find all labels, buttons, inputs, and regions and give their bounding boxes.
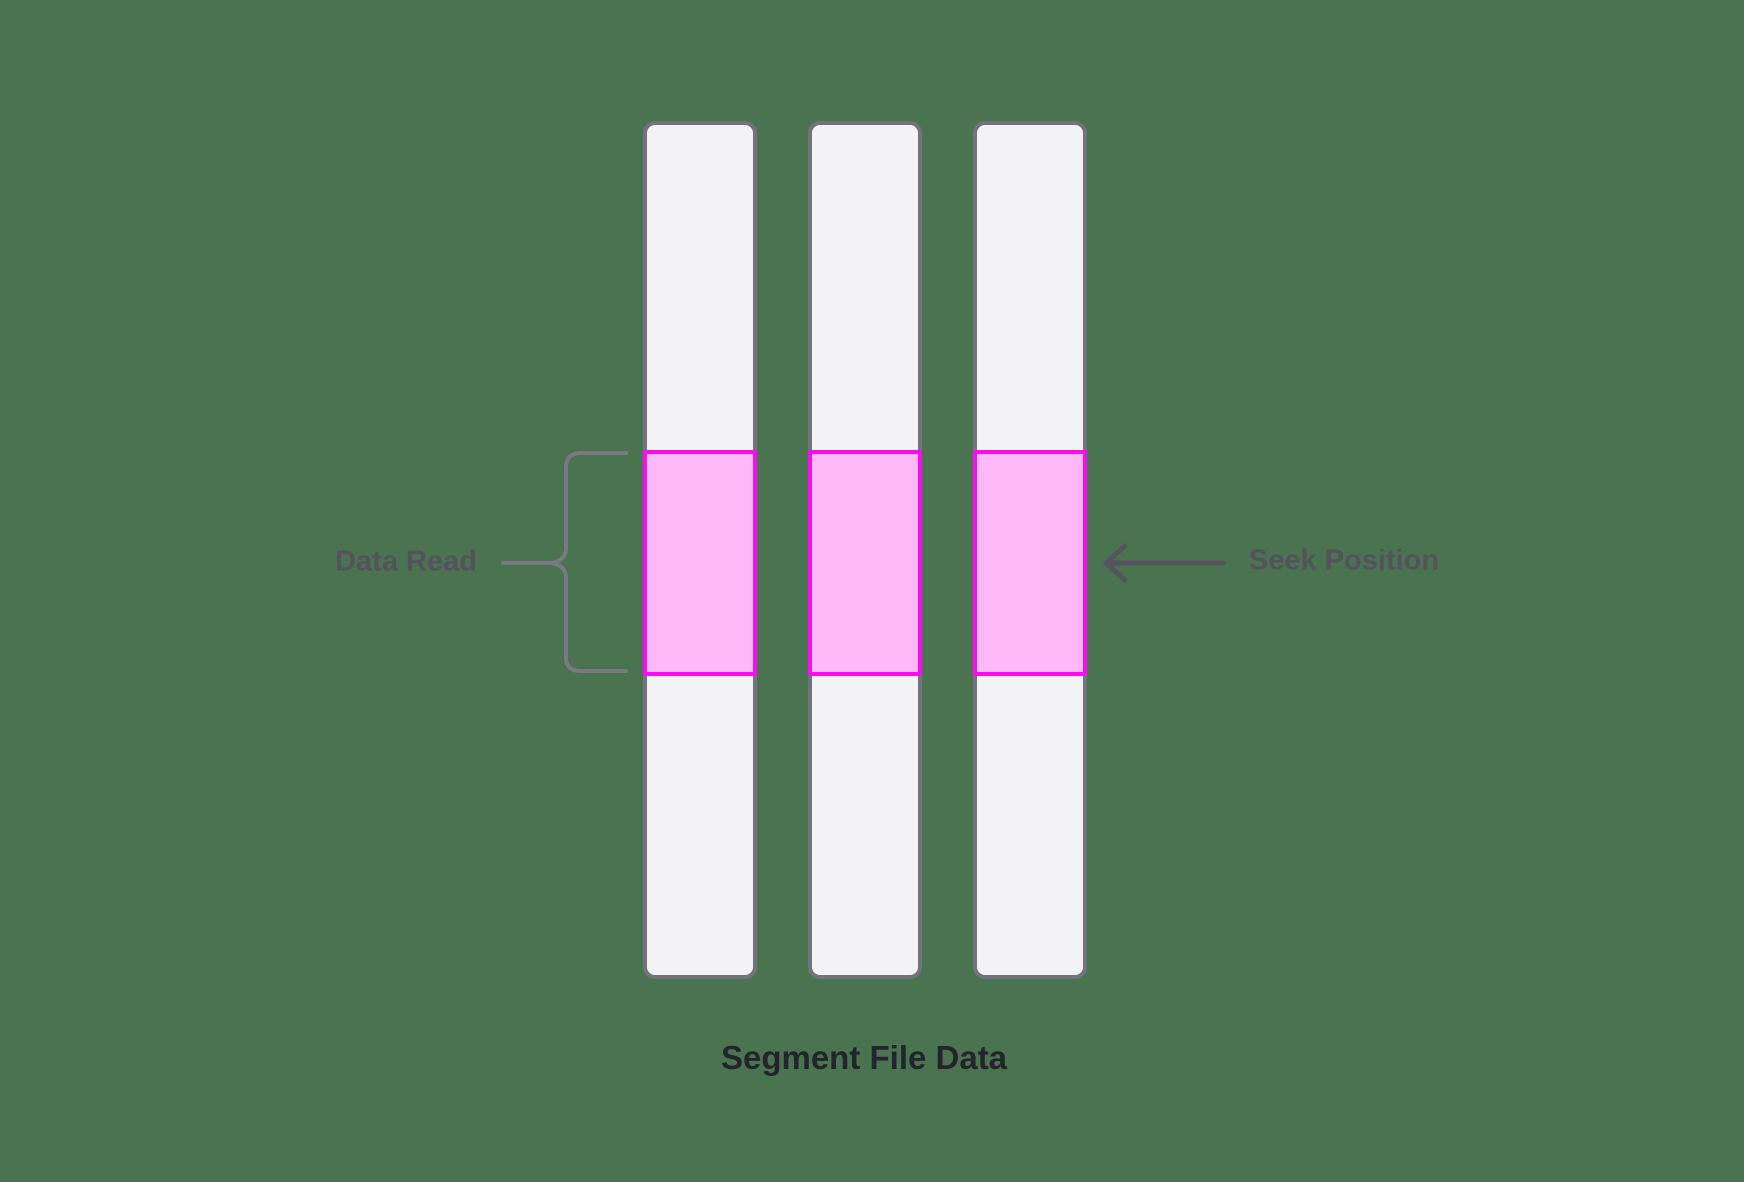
arrow-head-icon [1103,543,1128,583]
seek-highlight-region [808,450,922,676]
segment-bars-group [643,121,1087,979]
seek-position-arrow [1103,543,1226,583]
diagram-caption: Segment File Data [720,1039,1008,1076]
seek-position-label: Seek Position [1248,544,1440,577]
data-read-brace [549,451,628,673]
segment-file-bar-3 [973,121,1087,979]
data-read-label: Data Read [335,545,477,578]
segment-file-bar-1 [643,121,757,979]
seek-highlight-region [643,450,757,676]
seek-highlight-region [973,450,1087,676]
segment-file-bar-2 [808,121,922,979]
